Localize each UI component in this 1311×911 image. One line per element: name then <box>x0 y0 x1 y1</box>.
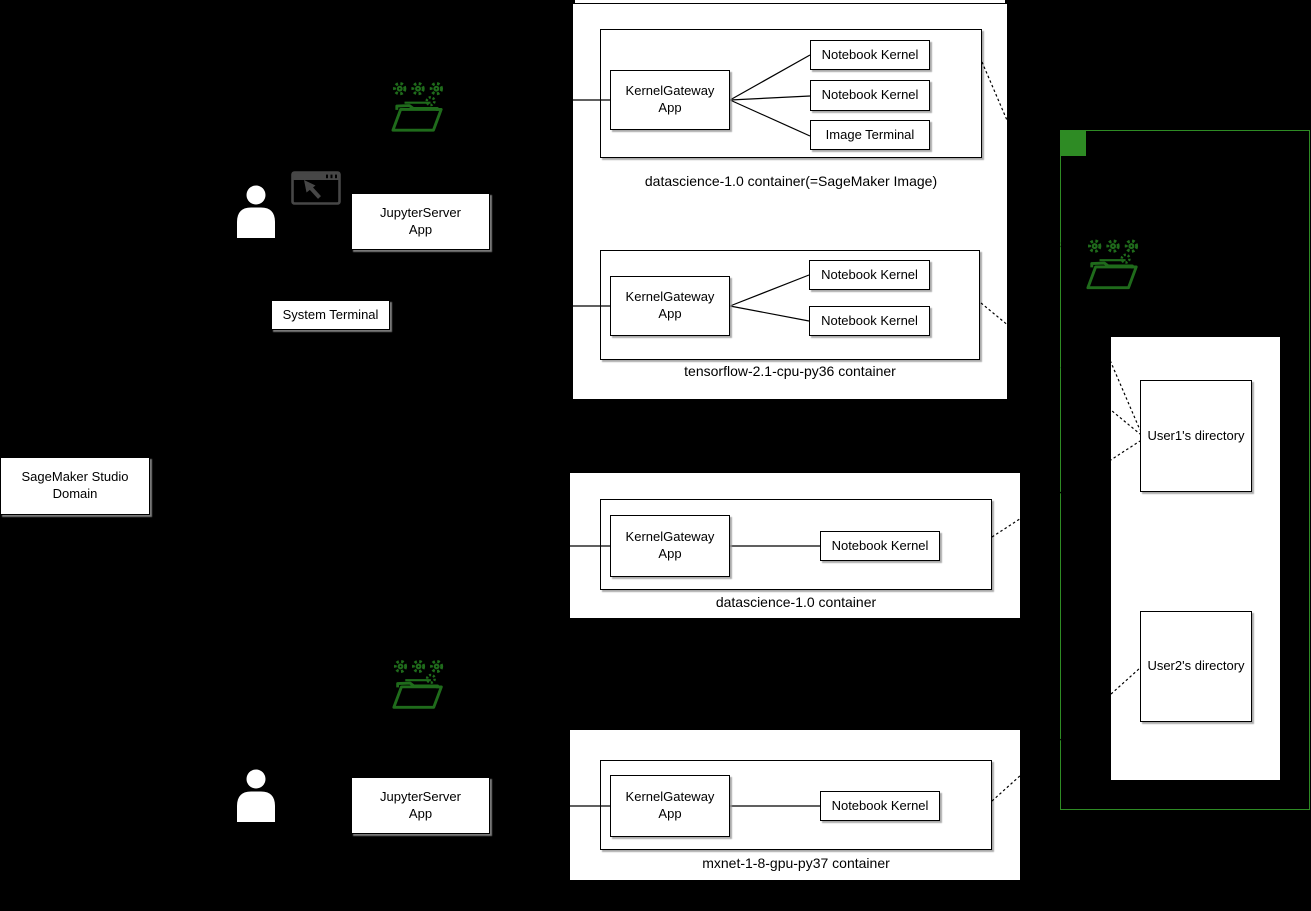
efs-folder-gears-icon <box>1085 237 1143 292</box>
caption-mxnet: mxnet-1-8-gpu-py37 container <box>702 855 890 871</box>
caption-datascience-sagemaker-image: datascience-1.0 container(=SageMaker Ima… <box>644 173 938 189</box>
kernelgateway-app-a: KernelGateway App <box>610 70 730 130</box>
user2-person-icon <box>235 769 277 822</box>
notebook-kernel-a1: Notebook Kernel <box>810 40 930 70</box>
user2-directory-box: User2's directory <box>1140 611 1252 722</box>
image-terminal-a: Image Terminal <box>810 120 930 150</box>
browser-window-cursor-icon <box>291 171 341 205</box>
user1-person-icon <box>235 185 277 238</box>
efs-folder-gears-icon <box>390 80 448 134</box>
notebook-kernel-d: Notebook Kernel <box>820 791 940 821</box>
clipped-panel-sliver <box>575 0 1005 3</box>
kernelgateway-app-c: KernelGateway App <box>610 515 730 577</box>
caption-tensorflow: tensorflow-2.1-cpu-py36 container <box>684 363 896 379</box>
jupyterserver-app-user2: JupyterServer App <box>351 777 490 834</box>
sagemaker-studio-domain-box: SageMaker Studio Domain <box>0 457 150 515</box>
kernelgateway-app-b: KernelGateway App <box>610 276 730 336</box>
jupyterserver-app-user1: JupyterServer App <box>351 193 490 250</box>
user1-directory-box: User1's directory <box>1140 380 1252 492</box>
caption-datascience-2: datascience-1.0 container <box>715 594 877 610</box>
notebook-kernel-b2: Notebook Kernel <box>809 306 930 336</box>
notebook-kernel-c: Notebook Kernel <box>820 531 940 561</box>
notebook-kernel-b1: Notebook Kernel <box>809 260 930 290</box>
efs-corner-square <box>1060 130 1086 156</box>
notebook-kernel-a2: Notebook Kernel <box>810 80 930 111</box>
system-terminal-box: System Terminal <box>271 300 390 330</box>
efs-folder-gears-icon <box>391 657 448 712</box>
kernelgateway-app-d: KernelGateway App <box>610 775 730 837</box>
